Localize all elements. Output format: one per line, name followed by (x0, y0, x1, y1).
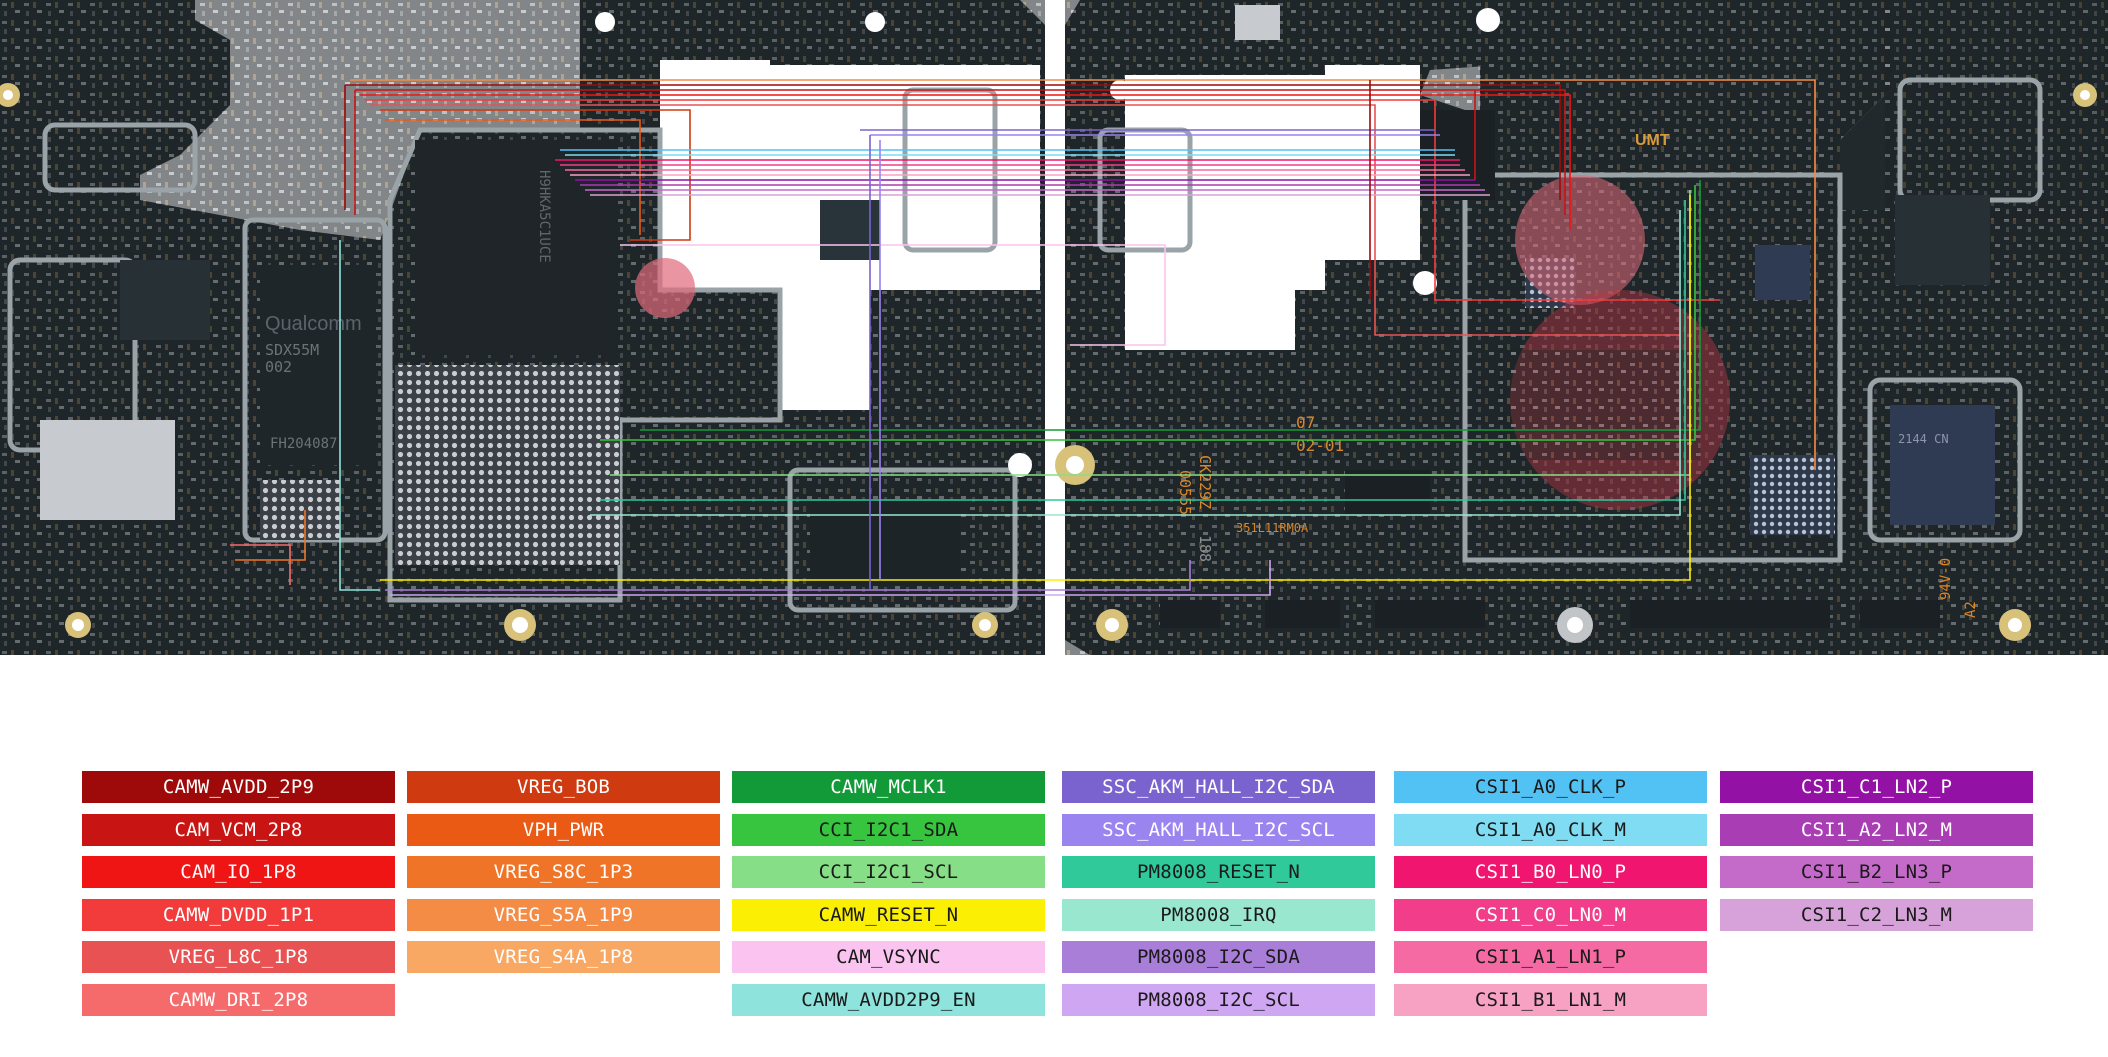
silk-2144cn: 2144 CN (1898, 432, 1949, 446)
legend-item-vreg-bob: VREG_BOB (407, 771, 720, 803)
memory-chip (415, 140, 615, 355)
legend-item-vreg-s5a-1p9: VREG_S5A_1P9 (407, 898, 720, 931)
legend-item-ssc-akm-hall-i2c-scl: SSC_AKM_HALL_I2C_SCL (1062, 813, 1375, 846)
right-board-cutout (1125, 75, 1325, 290)
legend-item-camw-dri-2p8: CAMW_DRI_2P8 (82, 984, 395, 1016)
legend-item-csi1-c2-ln3-m: CSI1_C2_LN3_M (1720, 898, 2033, 931)
net-traces (230, 79, 1816, 596)
legend-item-vreg-s8c-1p3: VREG_S8C_1P3 (407, 856, 720, 889)
legend-item-camw-avdd2p9-en: CAMW_AVDD2P9_EN (732, 984, 1045, 1016)
legend-item-csi1-a0-clk-p: CSI1_A0_CLK_P (1394, 771, 1707, 803)
soc-bga (395, 365, 620, 565)
legend-item-cam-io-1p8: CAM_IO_1P8 (82, 856, 395, 889)
silk-sdx55m: SDX55M (265, 341, 319, 359)
connector-a (1345, 470, 1430, 515)
silk-memory-code: H9HKA5C1UCE (536, 170, 552, 263)
legend-item-csi1-c0-ln0-m: CSI1_C0_LN0_M (1394, 898, 1707, 931)
silk-umt: UMT (1635, 132, 1670, 149)
silk-sdx55m-rev: 002 (265, 358, 292, 376)
pmic-highlight-area (635, 175, 1730, 510)
legend-item-vph-pwr: VPH_PWR (407, 813, 720, 846)
legend-item-csi1-a2-ln2-m: CSI1_A2_LN2_M (1720, 813, 2033, 846)
legend-item-vreg-s4a-1p8: VREG_S4A_1P8 (407, 941, 720, 974)
legend-item-pm8008-i2c-scl: PM8008_I2C_SCL (1062, 984, 1375, 1016)
connector-b (1375, 600, 1485, 628)
legend-item-ssc-akm-hall-i2c-sda: SSC_AKM_HALL_I2C_SDA (1062, 771, 1375, 803)
modem-chip (260, 265, 375, 465)
legend-item-csi1-b0-ln0-p: CSI1_B0_LN0_P (1394, 856, 1707, 889)
legend-item-camw-reset-n: CAMW_RESET_N (732, 898, 1045, 931)
silk-00555: 00555 (1176, 470, 1194, 515)
silk-qualcomm: Qualcomm (265, 313, 362, 335)
silk-ck229z: CK229Z (1196, 455, 1214, 509)
connector-c (1630, 600, 1830, 628)
pcb-board-diagram: Qualcomm SDX55M 002 FH204087 H9HKA5C1UCE (0, 0, 2108, 655)
legend-item-pm8008-reset-n: PM8008_RESET_N (1062, 856, 1375, 889)
legend-item-camw-dvdd-1p1: CAMW_DVDD_1P1 (82, 898, 395, 931)
silk-fh-code: FH204087 (270, 436, 337, 452)
legend-item-cci-i2c1-sda: CCI_I2C1_SDA (732, 813, 1045, 846)
legend-item-vreg-l8c-1p8: VREG_L8C_1P8 (82, 941, 395, 974)
legend-item-pm8008-i2c-sda: PM8008_I2C_SDA (1062, 941, 1375, 974)
legend-item-csi1-a0-clk-m: CSI1_A0_CLK_M (1394, 813, 1707, 846)
mount-holes-left (0, 12, 1032, 641)
legend-item-csi1-c1-ln2-p: CSI1_C1_LN2_P (1720, 771, 2033, 803)
legend-item-csi1-b1-ln1-m: CSI1_B1_LN1_M (1394, 984, 1707, 1016)
silk-351l11rm0a: 351L11RM0A (1236, 521, 1309, 535)
silk-188: 188 (1196, 535, 1214, 562)
legend-item-camw-mclk1: CAMW_MCLK1 (732, 771, 1045, 803)
right-blue-chip (1890, 405, 1995, 525)
legend-item-cam-vcm-2p8: CAM_VCM_2P8 (82, 813, 395, 846)
legend-item-csi1-a1-ln1-p: CSI1_A1_LN1_P (1394, 941, 1707, 974)
legend-item-cci-i2c1-scl: CCI_I2C1_SCL (732, 856, 1045, 889)
silk-94v0: 94V-0 (1938, 558, 1954, 600)
left-shield-can (40, 420, 175, 520)
silk-a2: A2 (1963, 601, 1979, 618)
legend-item-pm8008-irq: PM8008_IRQ (1062, 898, 1375, 931)
silk-07: 07 (1296, 413, 1315, 432)
legend-item-camw-avdd-2p9: CAMW_AVDD_2P9 (82, 771, 395, 803)
silk-02-01: 02-01 (1296, 436, 1344, 455)
legend-item-cam-vsync: CAM_VSYNC (732, 941, 1045, 974)
legend-item-csi1-b2-ln3-p: CSI1_B2_LN3_P (1720, 856, 2033, 889)
